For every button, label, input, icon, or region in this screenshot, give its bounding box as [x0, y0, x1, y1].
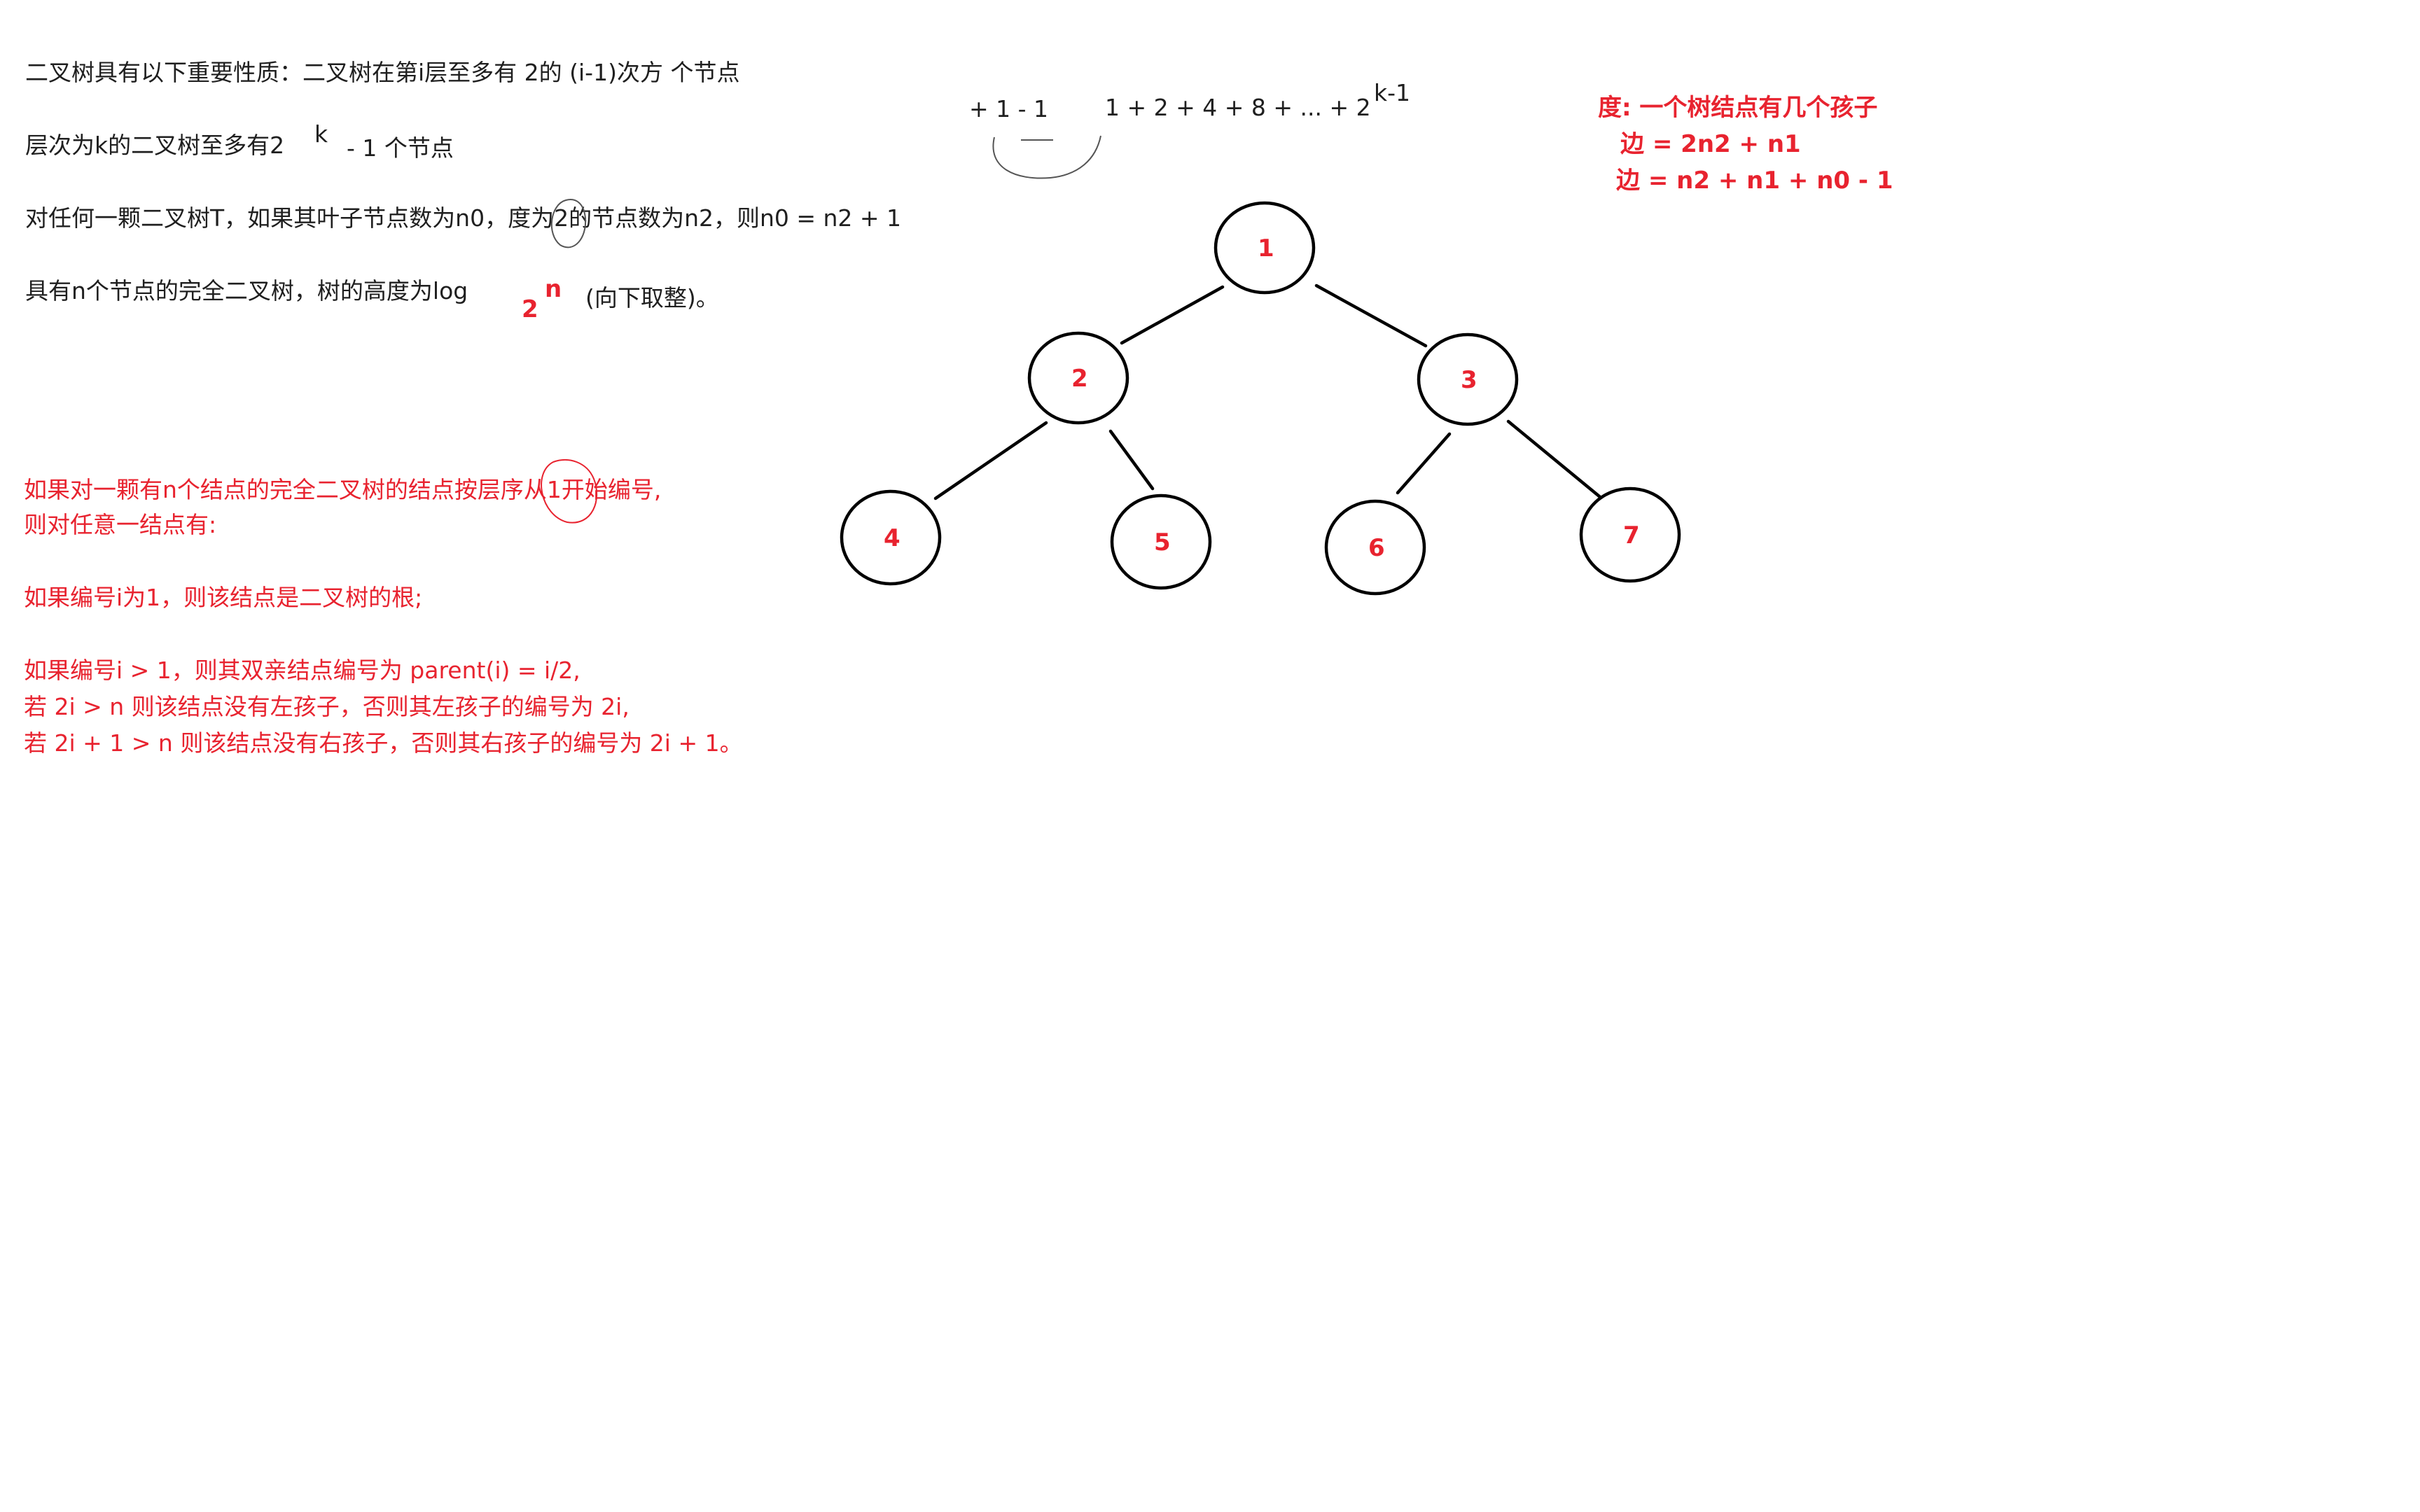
tree-node-label: 7 — [1623, 522, 1640, 550]
tree-node-label: 6 — [1368, 534, 1385, 562]
tree-node-circle — [1214, 201, 1316, 295]
tree-edge-2-4 — [933, 421, 1048, 500]
tree-node-3: 3 — [1417, 332, 1519, 426]
series-exponent: k-1 — [1374, 79, 1411, 106]
height-main: 具有n个节点的完全二叉树，树的高度为log — [25, 277, 468, 304]
degree-definition: 度: 一个树结点有几个孩子 — [1598, 94, 1878, 122]
tree-node-circle — [840, 489, 942, 586]
numbering-line-6: 若 2i + 1 > n 则该结点没有右孩子，否则其右孩子的编号为 2i + 1… — [24, 729, 743, 757]
tree-node-label: 3 — [1461, 366, 1477, 394]
edge-formula-1: 边 = 2n2 + n1 — [1620, 130, 1801, 158]
tree-node-6: 6 — [1324, 499, 1426, 596]
tree-edge-1-2 — [1120, 285, 1225, 345]
tree-node-circle — [1027, 331, 1129, 425]
scribble-circle-degree — [550, 199, 587, 248]
numbering-line-4: 如果编号i > 1，则其双亲结点编号为 parent(i) = i/2, — [24, 657, 580, 684]
tree-edge-3-6 — [1396, 432, 1452, 495]
numbering-line-5: 若 2i > n 则该结点没有左孩子，否则其左孩子的编号为 2i, — [24, 693, 630, 720]
tree-layer: 1 2 3 4 5 6 7 — [840, 201, 1681, 596]
tree-edge-2-5 — [1108, 429, 1155, 491]
max-nodes-tail: - 1 个节点 — [347, 134, 454, 162]
tree-node-5: 5 — [1110, 493, 1212, 590]
tree-node-label: 2 — [1071, 365, 1088, 393]
tree-edge-3-7 — [1506, 419, 1606, 502]
tree-node-1: 1 — [1214, 201, 1316, 295]
numbering-line-1: 如果对一颗有n个结点的完全二叉树的结点按层序从1开始编号, — [24, 476, 662, 503]
height-tail: (向下取整)。 — [585, 284, 719, 312]
numbering-line-2: 则对任意一结点有: — [24, 511, 217, 538]
numbering-line-3: 如果编号i为1，则该结点是二叉树的根; — [24, 584, 423, 611]
tree-node-2: 2 — [1027, 331, 1129, 425]
scribble-circle-order — [541, 459, 598, 524]
tree-node-label: 1 — [1258, 234, 1274, 262]
tree-node-4: 4 — [840, 489, 942, 586]
tree-node-circle — [1579, 486, 1681, 583]
edge-formula-2: 边 = n2 + n1 + n0 - 1 — [1616, 167, 1893, 195]
property-leaf-count-line: 对任何一颗二叉树T，如果其叶子节点数为n0，度为2的节点数为n2，则n0 = n… — [25, 204, 902, 232]
tree-edge-1-3 — [1314, 284, 1428, 348]
tree-node-circle — [1324, 499, 1426, 596]
property-title-line: 二叉树具有以下重要性质：二叉树在第i层至多有 2的 (i-1)次方 个节点 — [25, 59, 740, 86]
max-nodes-main: 层次为k的二叉树至多有2 — [25, 132, 285, 159]
tree-node-circle — [1110, 493, 1212, 590]
series-sum: 1 + 2 + 4 + 8 + ... + 2 — [1105, 94, 1371, 121]
tree-node-circle — [1417, 332, 1519, 426]
property-height-line: 具有n个节点的完全二叉树，树的高度为log — [25, 277, 468, 305]
series-left: + 1 - 1 — [969, 95, 1049, 122]
property-max-nodes-line: 层次为k的二叉树至多有2 — [25, 132, 284, 160]
scribble-arc — [992, 135, 1101, 179]
tree-node-7: 7 — [1579, 486, 1681, 583]
log-base: 2 — [522, 295, 538, 323]
log-argument: n — [545, 275, 562, 303]
tree-node-label: 5 — [1154, 528, 1171, 556]
tree-node-label: 4 — [884, 524, 900, 552]
max-nodes-exponent: k — [314, 120, 328, 148]
